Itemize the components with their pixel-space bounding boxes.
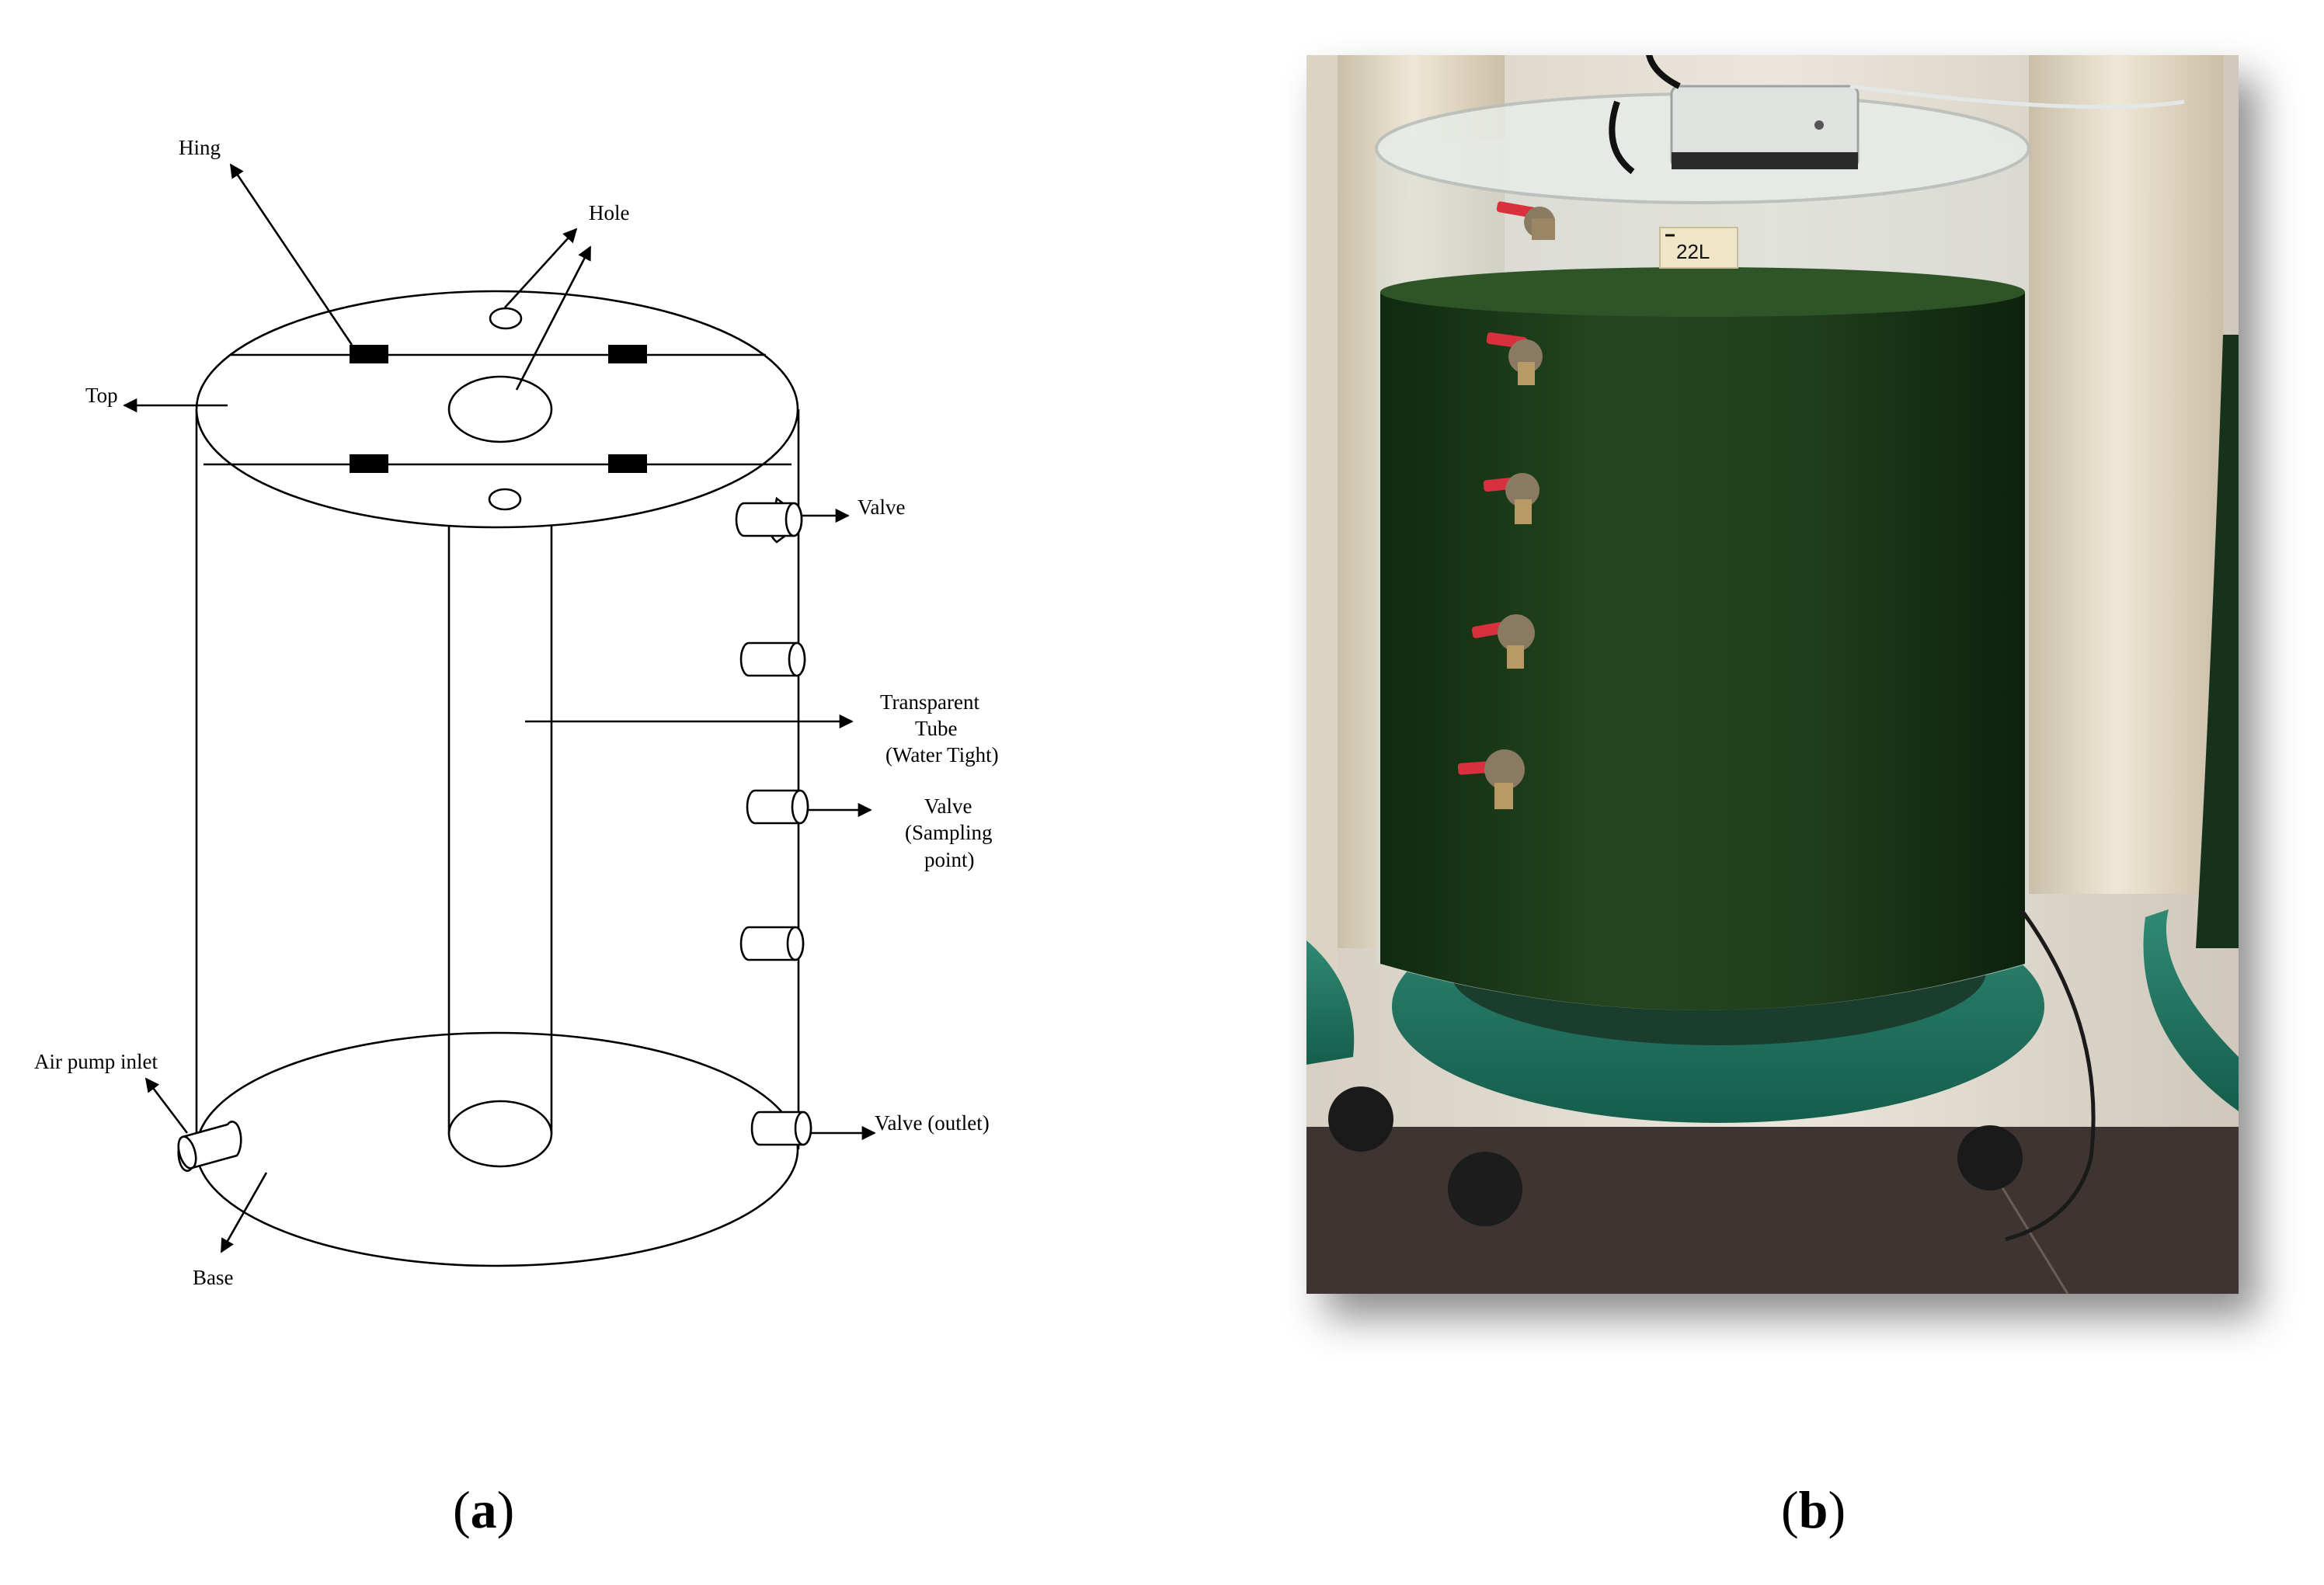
label-point: point)	[924, 848, 975, 871]
panel-label-b: (b)	[1781, 1480, 1846, 1539]
pump-cable	[1609, 55, 1681, 175]
hole-2	[488, 488, 522, 511]
hole-1	[489, 307, 523, 330]
photo-valve-3	[1483, 473, 1539, 524]
hole-arrow-1	[504, 228, 578, 308]
label-air-pump-inlet: Air pump inlet	[34, 1050, 158, 1073]
valve-4	[739, 926, 805, 961]
panel-letter-a: a	[470, 1480, 497, 1539]
label-tube: Tube	[915, 717, 958, 740]
hinge-1	[350, 345, 388, 363]
valve-1	[735, 496, 803, 544]
photo-valve-outlet	[1457, 749, 1525, 809]
wheel-2	[1448, 1152, 1522, 1226]
panel-letter-b: b	[1798, 1480, 1828, 1539]
hole-arrow-2	[515, 245, 592, 391]
label-hole: Hole	[589, 201, 630, 224]
pillar-right	[2029, 55, 2223, 894]
photobioreactor-diagram: Hing Hole Top Valve Transparent Tube (Wa…	[34, 136, 999, 1289]
valve-2	[739, 641, 806, 677]
wheel-3	[1957, 1125, 2023, 1190]
hing-arrow	[229, 163, 353, 346]
label-valve: Valve	[858, 495, 905, 519]
neighbour-ring-left	[1306, 940, 1355, 1065]
base-arrow	[220, 1172, 268, 1253]
label-hing: Hing	[179, 136, 221, 159]
drain-tube	[2005, 908, 2096, 1242]
hinge-3	[350, 454, 388, 473]
label-sampling-valve: Valve	[924, 794, 972, 818]
pillar-edge	[1306, 55, 1338, 1010]
label-sampling: (Sampling	[905, 821, 993, 844]
label-valve-outlet: Valve (outlet)	[875, 1111, 990, 1135]
tube-bottom-ellipse	[447, 1100, 553, 1168]
panel-label-a: (a)	[453, 1480, 515, 1539]
label-base: Base	[193, 1266, 234, 1289]
floor	[1306, 1127, 2239, 1294]
valve-outlet	[750, 1111, 812, 1146]
valve-3	[746, 789, 809, 825]
volume-label: 22L	[1659, 227, 1738, 269]
photo-valve-2	[1486, 332, 1543, 385]
photo-valve-1	[1496, 201, 1555, 240]
air-pump	[1670, 85, 1860, 169]
tube-top-ellipse	[447, 375, 553, 443]
photobioreactor-photo: 22L	[1306, 55, 2239, 1294]
neighbour-ring-right	[2143, 909, 2239, 1111]
label-top: Top	[85, 384, 118, 407]
air-pump-arrow	[144, 1077, 189, 1134]
air-tubing	[1849, 84, 2185, 109]
volume-label-text: 22L	[1676, 240, 1710, 263]
algae-culture	[1380, 292, 2025, 1010]
air-pump-inlet-nozzle	[177, 1121, 242, 1172]
photo-valve-4	[1471, 614, 1535, 669]
culture-surface	[1380, 267, 2025, 317]
wheel-1	[1328, 1086, 1393, 1152]
hinge-4	[608, 454, 647, 473]
label-water-tight: (Water Tight)	[885, 743, 999, 766]
neighbour-tank-right	[2196, 335, 2239, 948]
hinge-2	[608, 345, 647, 363]
label-transparent: Transparent	[880, 690, 979, 714]
